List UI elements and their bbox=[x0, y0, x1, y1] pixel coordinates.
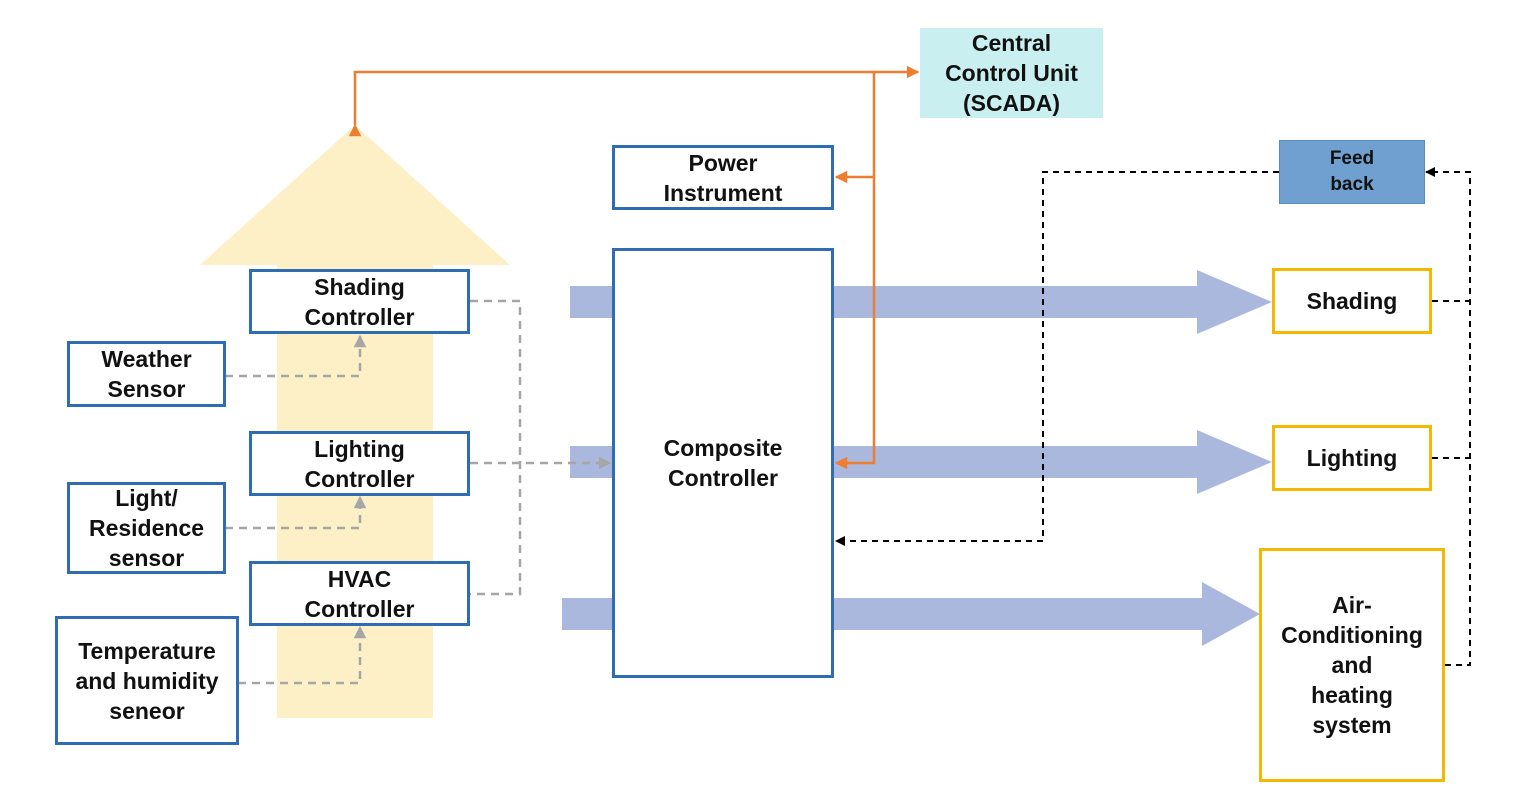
label-line: Shading bbox=[314, 273, 405, 300]
hvac-system-output-node: Air- Conditioning and heating system bbox=[1259, 548, 1445, 782]
label-line: Sensor bbox=[107, 376, 186, 402]
label-line: Residence bbox=[88, 515, 205, 541]
feedback-label: Feed back bbox=[1330, 146, 1374, 198]
house-roof-shape bbox=[200, 125, 510, 265]
label-line: Light/ bbox=[115, 485, 178, 511]
label-line: (SCADA) bbox=[962, 90, 1061, 116]
label-line: Temperature bbox=[78, 637, 216, 664]
label-line: system bbox=[1312, 712, 1392, 738]
label-line: heating bbox=[1311, 682, 1393, 708]
lighting-label: Lighting bbox=[1307, 443, 1398, 473]
hvac-controller-node: HVAC Controller bbox=[249, 561, 470, 626]
feedback-links bbox=[835, 167, 1471, 666]
shading-label: Shading bbox=[1307, 286, 1398, 316]
light-residence-sensor-node: Light/Residence sensor bbox=[67, 482, 226, 574]
label-line: Instrument bbox=[663, 179, 783, 206]
temp-sensor-label: Temperature and humidity seneor bbox=[75, 636, 218, 726]
label-line: Central bbox=[971, 30, 1052, 56]
hvac-system-label: Air- Conditioning and heating system bbox=[1281, 590, 1423, 740]
label-line: Conditioning bbox=[1281, 622, 1423, 648]
label-line: Feed bbox=[1329, 148, 1375, 169]
scada-links bbox=[348, 65, 920, 470]
label-line: Controller bbox=[304, 595, 415, 622]
label-line: seneor bbox=[109, 697, 185, 724]
label-line: Lighting bbox=[314, 435, 405, 462]
label-line: and bbox=[1331, 652, 1373, 678]
label-line: Power bbox=[688, 149, 758, 176]
label-line: Air- bbox=[1332, 592, 1372, 618]
label-line: Control Unit bbox=[945, 60, 1078, 86]
label-line: and humidity bbox=[75, 667, 219, 694]
feedback-node: Feed back bbox=[1279, 140, 1425, 204]
light-sensor-label: Light/Residence sensor bbox=[89, 483, 204, 573]
hvac-controller-label: HVAC Controller bbox=[305, 564, 415, 624]
label-line: HVAC bbox=[327, 565, 392, 592]
label-line: Controller bbox=[668, 465, 778, 491]
label-line: Weather bbox=[101, 346, 192, 372]
temperature-humidity-sensor-node: Temperature and humidity seneor bbox=[55, 616, 239, 745]
label-line: Controller bbox=[304, 465, 415, 492]
label-line: Controller bbox=[304, 303, 415, 330]
shading-output-node: Shading bbox=[1272, 268, 1432, 334]
label-line: Composite bbox=[663, 435, 783, 461]
lighting-output-node: Lighting bbox=[1272, 425, 1432, 491]
sensor-links bbox=[225, 299, 612, 685]
label-line: back bbox=[1330, 174, 1374, 195]
label-line: Shading bbox=[1306, 288, 1398, 314]
label-line: Lighting bbox=[1306, 445, 1398, 471]
label-line: sensor bbox=[108, 545, 185, 571]
